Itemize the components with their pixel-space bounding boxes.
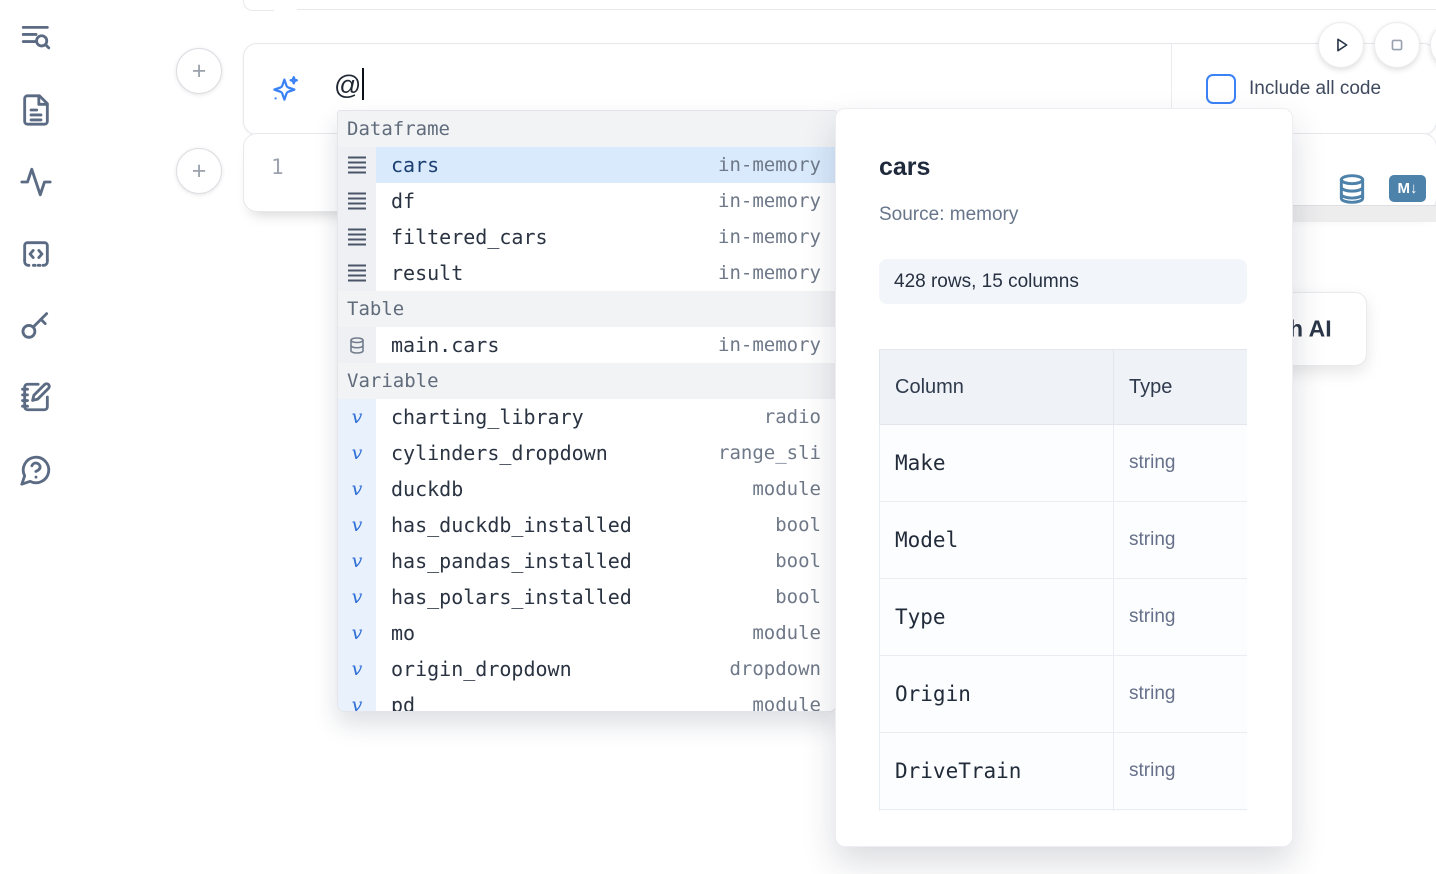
markdown-convert-icon[interactable]: M↓ <box>1389 175 1426 202</box>
variable-icon: v <box>338 615 376 651</box>
play-icon <box>1337 38 1348 52</box>
column-header: Column <box>879 349 1114 425</box>
table-row: Model string <box>879 501 1247 579</box>
document-icon[interactable] <box>19 93 53 127</box>
table-row: Make string <box>879 424 1247 502</box>
dataframe-rows-icon <box>338 147 376 183</box>
table-row: DriveTrain string <box>879 732 1247 810</box>
section-table: Table <box>338 291 836 327</box>
schema-table: Column Type Make string Model string Typ… <box>879 349 1247 811</box>
variable-icon: v <box>338 579 376 615</box>
stop-button[interactable] <box>1374 22 1420 68</box>
variable-icon: v <box>338 507 376 543</box>
text-caret <box>362 68 365 100</box>
line-number: 1 <box>271 155 284 179</box>
table-database-icon <box>338 327 376 363</box>
activity-icon[interactable] <box>19 165 53 199</box>
dataframe-rows-icon <box>338 183 376 219</box>
table-row: Origin string <box>879 655 1247 733</box>
variable-icon: v <box>338 471 376 507</box>
add-cell-button-bottom[interactable]: + <box>176 148 222 194</box>
include-all-code-checkbox[interactable] <box>1206 74 1236 104</box>
run-cell-button[interactable] <box>1318 22 1364 68</box>
schema-header-row: Column Type <box>879 349 1247 425</box>
sparkles-icon <box>270 74 300 104</box>
dataframe-rows-icon <box>338 219 376 255</box>
previous-cell-corner <box>243 0 274 11</box>
section-variable: Variable <box>338 363 836 399</box>
stop-icon <box>1391 39 1403 51</box>
variable-icon: v <box>338 687 376 711</box>
dataframe-rows-icon <box>338 255 376 291</box>
type-header: Type <box>1113 349 1247 425</box>
notebook-pen-icon[interactable] <box>19 380 53 414</box>
variable-icon: v <box>338 651 376 687</box>
dataset-shape-badge: 428 rows, 15 columns <box>879 259 1247 304</box>
schema-table-wrapper: Column Type Make string Model string Typ… <box>879 349 1247 811</box>
section-dataframe: Dataframe <box>338 111 836 147</box>
variable-icon: v <box>338 543 376 579</box>
cell-output-band <box>1291 205 1436 222</box>
table-row: Type string <box>879 578 1247 656</box>
help-chat-icon[interactable] <box>19 453 53 487</box>
table-of-contents-search-icon[interactable] <box>19 21 53 55</box>
dataset-title: cars <box>879 153 931 181</box>
key-icon[interactable] <box>19 308 53 342</box>
variable-icon: v <box>338 399 376 435</box>
ai-prompt-input[interactable]: @ <box>334 68 365 101</box>
variable-icon: v <box>338 435 376 471</box>
add-cell-button-top[interactable]: + <box>176 48 222 94</box>
previous-cell-border <box>297 0 1436 10</box>
prompt-divider <box>1171 44 1172 134</box>
dataset-source: Source: memory <box>879 204 1019 225</box>
include-all-code-label: Include all code <box>1249 78 1382 99</box>
table-row-clipped <box>879 809 1247 811</box>
datasource-database-icon[interactable] <box>1336 173 1368 205</box>
code-snippets-icon[interactable] <box>19 237 53 271</box>
dataset-preview-popover: cars Source: memory 428 rows, 15 columns… <box>835 108 1293 847</box>
